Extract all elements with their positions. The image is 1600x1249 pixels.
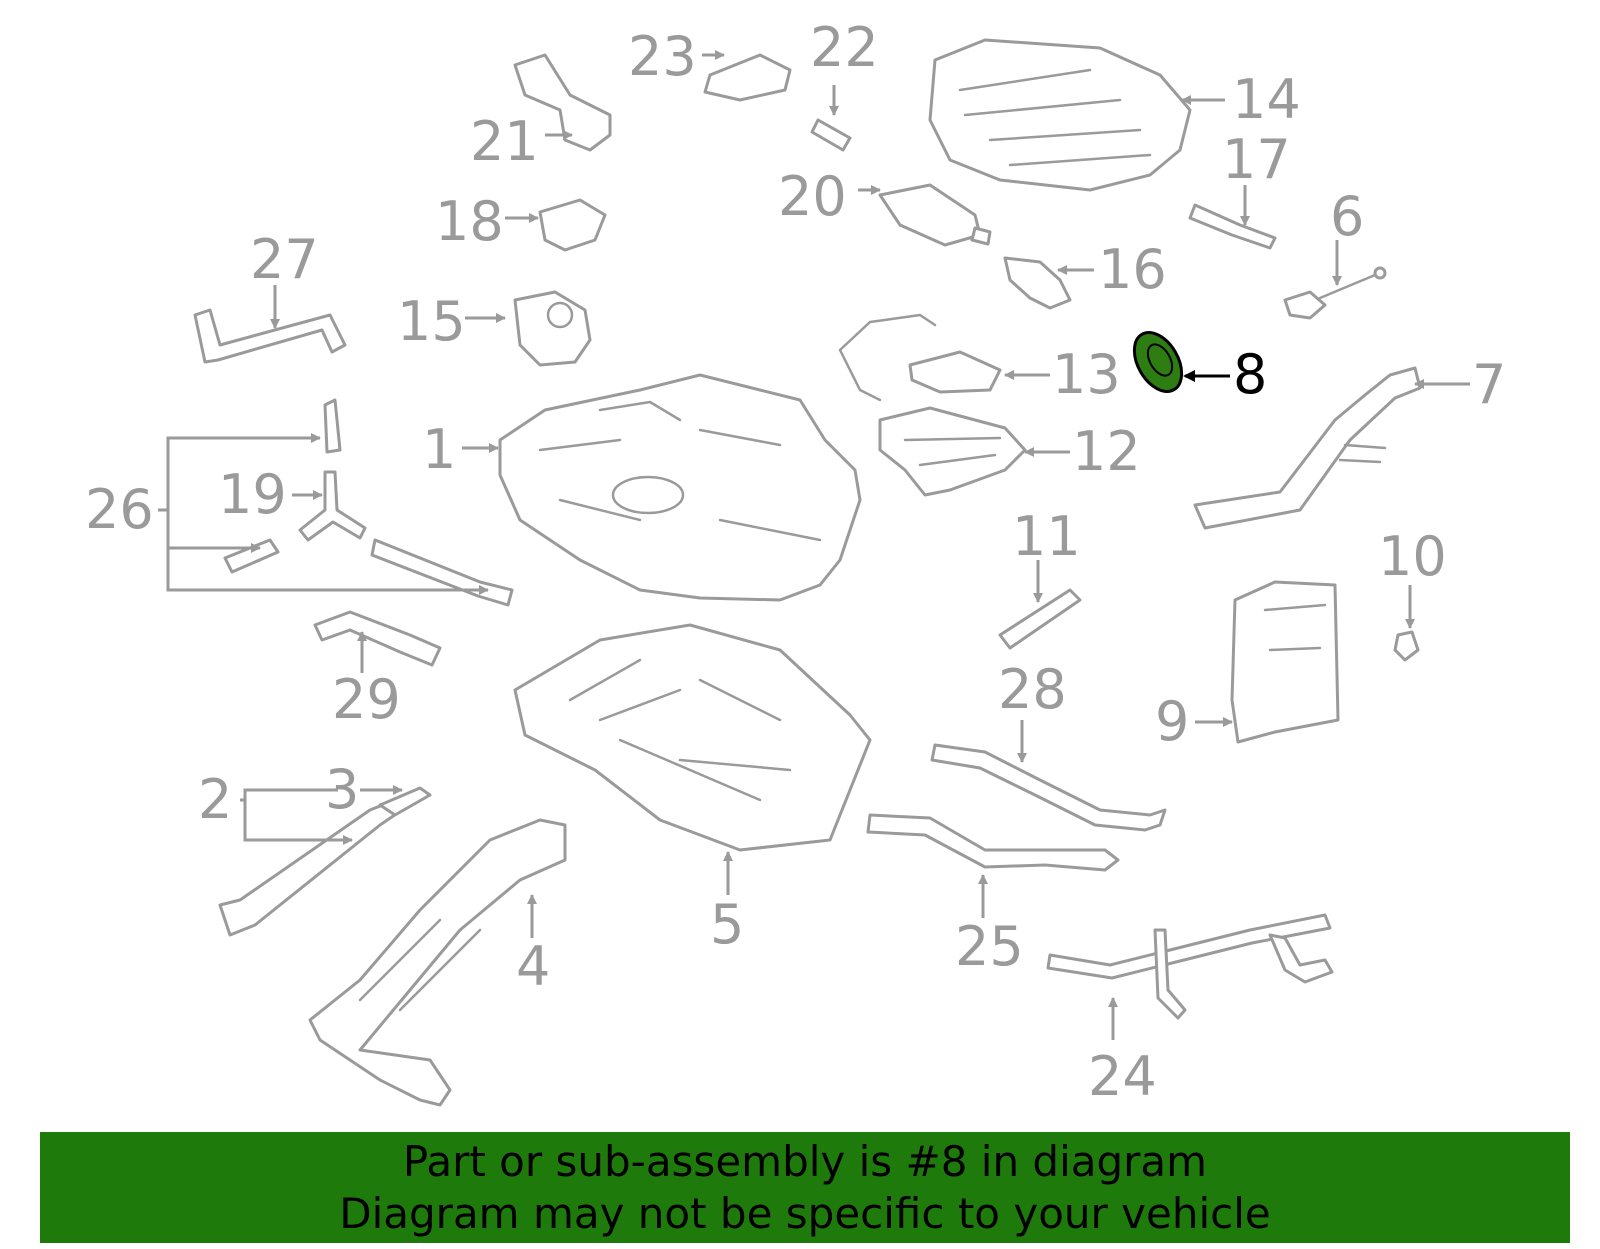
callout-19[interactable]: 19 xyxy=(218,463,287,526)
callout-13[interactable]: 13 xyxy=(1052,343,1121,406)
callout-14[interactable]: 14 xyxy=(1232,68,1301,131)
part-13-harness[interactable] xyxy=(838,313,1002,402)
callout-6[interactable]: 6 xyxy=(1330,185,1364,248)
callout-21[interactable]: 21 xyxy=(470,110,539,173)
callout-17[interactable]: 17 xyxy=(1222,128,1291,191)
part-27-hose[interactable] xyxy=(193,308,347,364)
part-24-line[interactable] xyxy=(1046,913,1334,1020)
part-28-line[interactable] xyxy=(930,743,1167,832)
parts-diagram: 23 22 14 21 17 20 18 6 16 27 15 13 8 7 1… xyxy=(85,16,1506,1108)
callout-12[interactable]: 12 xyxy=(1072,420,1141,483)
part-10-clip[interactable] xyxy=(1393,630,1420,662)
part-14-tank-shield[interactable] xyxy=(928,38,1192,192)
part-5-skid-plate[interactable] xyxy=(513,623,872,852)
callout-29[interactable]: 29 xyxy=(332,668,401,731)
part-2-strap[interactable] xyxy=(218,798,407,937)
callout-28[interactable]: 28 xyxy=(998,658,1067,721)
part-21-bracket[interactable] xyxy=(513,53,612,152)
callout-24[interactable]: 24 xyxy=(1088,1045,1157,1108)
part-17-hose[interactable] xyxy=(1188,203,1277,250)
part-1-fuel-tank[interactable] xyxy=(498,373,862,602)
part-16-connector[interactable] xyxy=(1003,256,1072,310)
callout-labels: 23 22 14 21 17 20 18 6 16 27 15 13 8 7 1… xyxy=(85,16,1506,1108)
callout-8[interactable]: 8 xyxy=(1233,343,1267,406)
part-20-fuel-pump[interactable] xyxy=(878,183,992,247)
info-banner: Part or sub-assembly is #8 in diagram Di… xyxy=(40,1132,1570,1243)
callout-9[interactable]: 9 xyxy=(1155,690,1189,753)
part-18-valve[interactable] xyxy=(538,198,607,252)
part-7-filler-neck[interactable] xyxy=(1193,366,1422,530)
callout-3[interactable]: 3 xyxy=(325,758,359,821)
callout-26[interactable]: 26 xyxy=(85,478,154,541)
callout-25[interactable]: 25 xyxy=(955,915,1024,978)
callout-leaders xyxy=(158,50,1470,1040)
callout-16[interactable]: 16 xyxy=(1098,238,1167,301)
callout-18[interactable]: 18 xyxy=(435,190,504,253)
part-9-heat-shield[interactable] xyxy=(1230,580,1340,744)
part-6-sensor[interactable] xyxy=(1283,266,1387,320)
callout-7[interactable]: 7 xyxy=(1472,353,1506,416)
part-11-hose[interactable] xyxy=(998,588,1082,650)
callout-23[interactable]: 23 xyxy=(628,25,697,88)
part-29-hose[interactable] xyxy=(313,610,442,667)
banner-line-1: Part or sub-assembly is #8 in diagram xyxy=(402,1136,1208,1186)
callout-5[interactable]: 5 xyxy=(710,893,744,956)
callout-1[interactable]: 1 xyxy=(422,418,456,481)
part-22-hose[interactable] xyxy=(810,118,852,152)
part-12-pump-assembly[interactable] xyxy=(878,406,1027,497)
callout-11[interactable]: 11 xyxy=(1012,505,1081,568)
part-19-tee[interactable] xyxy=(298,470,367,542)
part-3-strap[interactable] xyxy=(378,786,432,817)
callout-4[interactable]: 4 xyxy=(516,935,550,998)
callout-20[interactable]: 20 xyxy=(778,165,847,228)
banner-line-2: Diagram may not be specific to your vehi… xyxy=(339,1188,1271,1238)
part-4-duct[interactable] xyxy=(308,818,567,1107)
callout-15[interactable]: 15 xyxy=(397,290,466,353)
callout-22[interactable]: 22 xyxy=(810,16,879,79)
callout-27[interactable]: 27 xyxy=(250,228,319,291)
callout-2[interactable]: 2 xyxy=(198,768,232,831)
callout-10[interactable]: 10 xyxy=(1378,525,1447,588)
part-15-canister[interactable] xyxy=(513,290,592,367)
part-25-line[interactable] xyxy=(866,813,1120,872)
part-8-seal[interactable] xyxy=(1125,324,1192,399)
part-23-valve[interactable] xyxy=(703,53,792,102)
